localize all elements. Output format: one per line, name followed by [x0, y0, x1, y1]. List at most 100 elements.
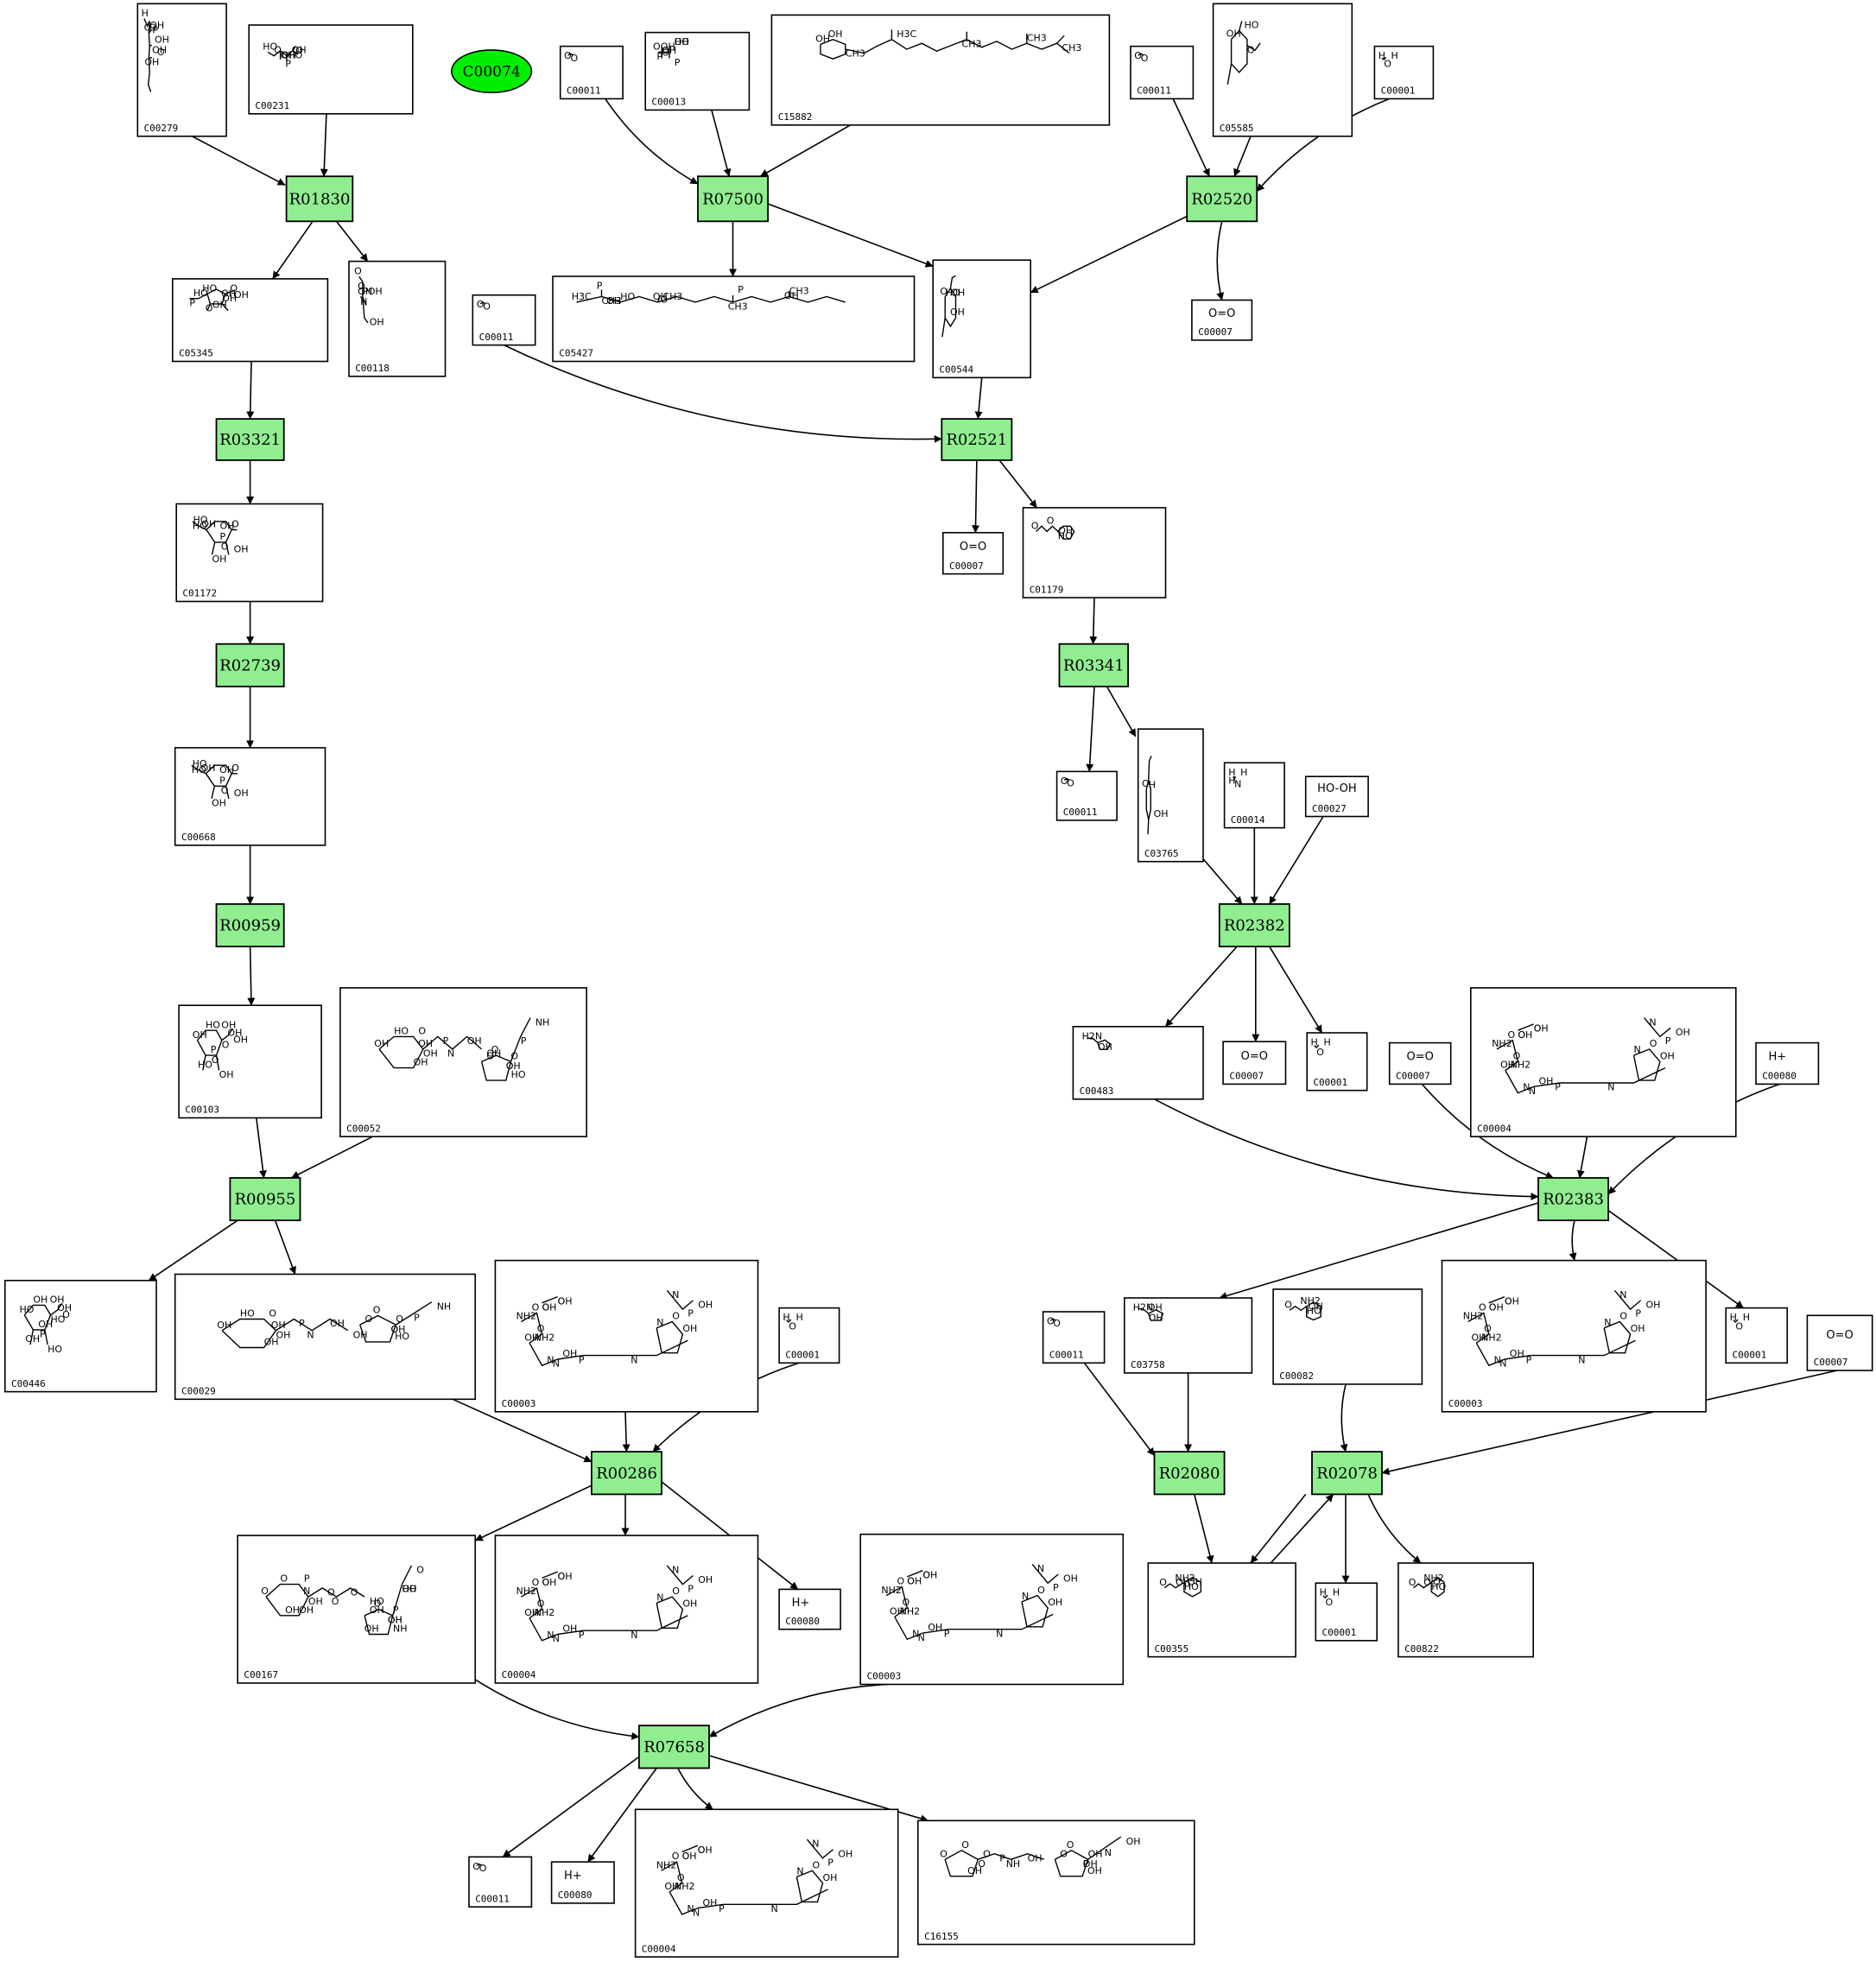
atom-label: OH [1149, 1313, 1163, 1324]
atom-label: N [1494, 1354, 1501, 1365]
reaction-R07500[interactable]: R07500 [697, 175, 769, 223]
reaction-R03321[interactable]: R03321 [215, 418, 285, 461]
reaction-R01830[interactable]: R01830 [285, 175, 354, 223]
bond [820, 38, 846, 60]
bond [1314, 1044, 1320, 1049]
atom-label: OH [370, 1604, 384, 1616]
atom-label: OH [907, 1576, 922, 1587]
atom-label: OH [282, 50, 296, 61]
edge-arrow [504, 344, 942, 443]
bond [221, 1028, 233, 1041]
bond [520, 1586, 543, 1619]
reaction-R02080[interactable]: R02080 [1153, 1451, 1226, 1496]
atom-label: OH [1309, 1301, 1323, 1313]
reaction-R00955[interactable]: R00955 [229, 1177, 301, 1222]
compound-C00080[interactable]: H+C00080 [1755, 1041, 1820, 1085]
bond [1733, 1319, 1739, 1323]
edge-arrow [586, 1768, 657, 1863]
edge-arrow [1340, 1383, 1348, 1453]
compound-id-label: C00118 [355, 363, 390, 374]
reaction-R02520[interactable]: R02520 [1186, 175, 1258, 223]
reaction-R03341[interactable]: R03341 [1058, 642, 1129, 687]
compound-box [1130, 45, 1195, 100]
compound-C00080[interactable]: H+C00080 [550, 1861, 615, 1904]
atom-label: OH [1510, 1348, 1524, 1359]
atom-label: OH [388, 1615, 402, 1626]
atom-label: O [477, 299, 485, 310]
reaction-R02739[interactable]: R02739 [215, 642, 285, 687]
atom-label: O [662, 47, 669, 59]
reaction-R07658[interactable]: R07658 [638, 1725, 710, 1769]
atom-label: OH [308, 1596, 323, 1607]
atom-label: NH2 [1511, 1060, 1531, 1071]
atom-label: OH [364, 1623, 379, 1635]
atom-label: H [1228, 775, 1235, 787]
atom-label: OH [698, 1845, 713, 1856]
reaction-R02382[interactable]: R02382 [1218, 903, 1290, 948]
highlight-compound-C00074[interactable]: C00074 [450, 49, 533, 93]
edge-arrow [1164, 946, 1238, 1028]
atom-label: OH [662, 45, 676, 56]
reaction-R00959[interactable]: R00959 [215, 903, 285, 948]
atom-label: OH [423, 1048, 438, 1060]
reaction-R02521[interactable]: R02521 [941, 418, 1013, 461]
reaction-R02383[interactable]: R02383 [1537, 1177, 1609, 1222]
reaction-R00286[interactable]: R00286 [591, 1451, 662, 1496]
atom-label: N [687, 1903, 694, 1915]
bond [1430, 1576, 1445, 1598]
compound-C00080[interactable]: H+C00080 [778, 1588, 841, 1630]
atom-label: OH [1646, 1300, 1661, 1311]
atom-label: OH [1505, 1295, 1519, 1307]
reaction-R02078[interactable]: R02078 [1311, 1451, 1383, 1496]
